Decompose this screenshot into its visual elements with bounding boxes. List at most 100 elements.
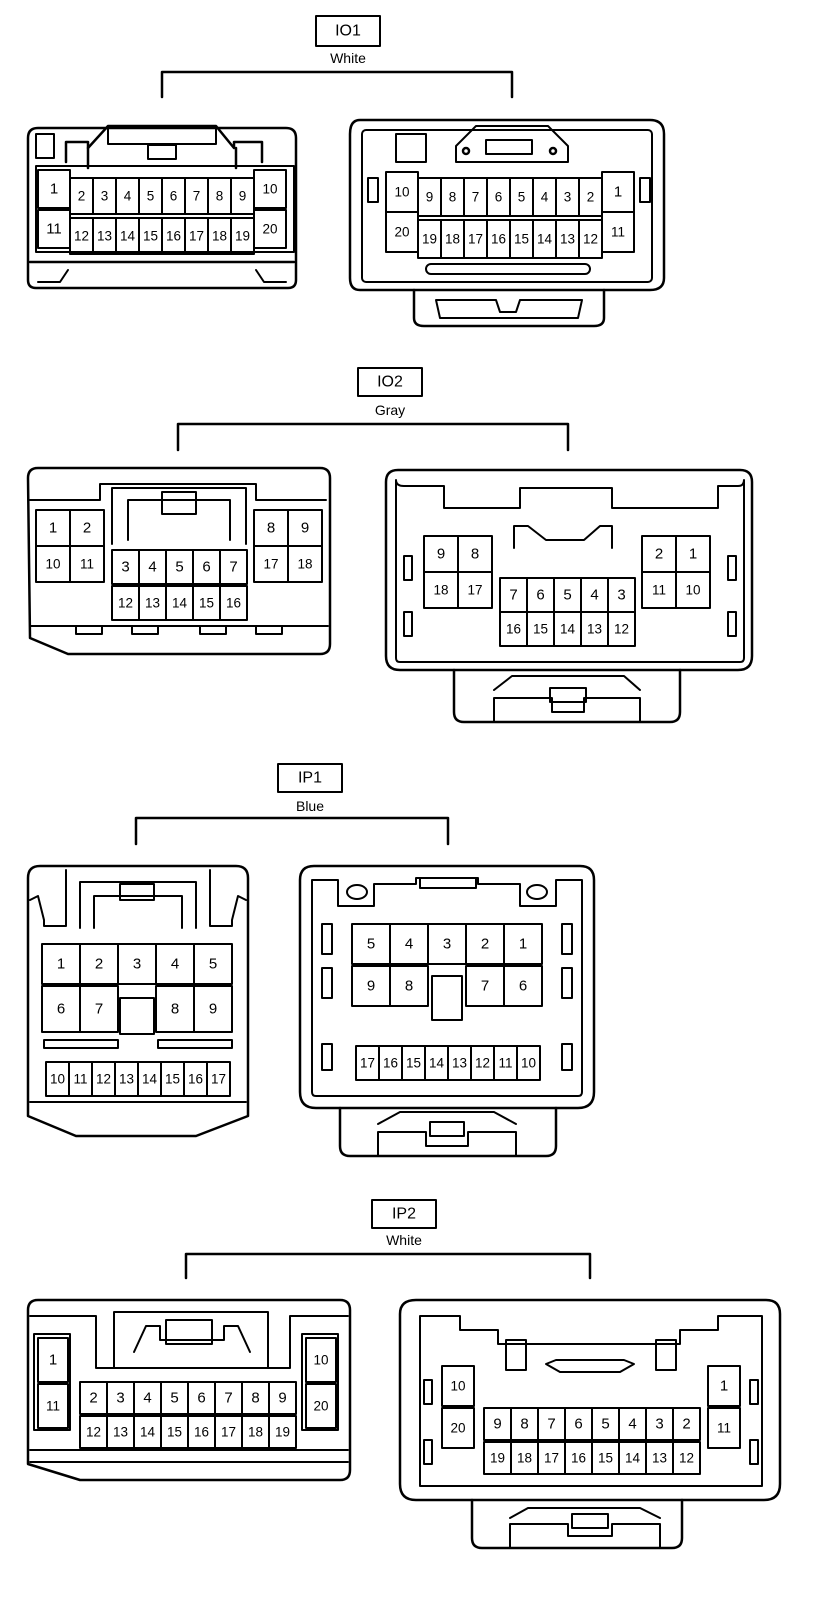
pin-cell: 10 xyxy=(675,571,711,609)
view-bracket xyxy=(160,70,514,99)
pin-cell: 11 xyxy=(493,1045,518,1081)
pin-number: 12 xyxy=(679,1451,694,1466)
pin-cell: 15 xyxy=(591,1441,620,1475)
pin-cell: 8 xyxy=(389,965,429,1007)
pin-cell: 2 xyxy=(79,943,119,985)
pin-number: 4 xyxy=(148,559,156,576)
pin-number: 15 xyxy=(598,1451,613,1466)
pin-number: 7 xyxy=(547,1416,555,1433)
pin-number: 17 xyxy=(189,229,204,244)
pin-cell: 14 xyxy=(424,1045,449,1081)
pin-number: 17 xyxy=(211,1072,226,1087)
pin-number: 3 xyxy=(564,190,572,205)
pin-cell: 14 xyxy=(165,585,194,621)
pin-number: 3 xyxy=(133,956,141,973)
pin-cell: 16 xyxy=(486,219,511,259)
pin-number: 12 xyxy=(118,596,133,611)
pin-cell: 9 xyxy=(351,965,391,1007)
pin-cell: 14 xyxy=(137,1061,162,1097)
connector-color: Gray xyxy=(375,402,405,418)
pin-number: 6 xyxy=(197,1390,205,1407)
pin-cell: 3 xyxy=(117,943,157,985)
pin-number: 8 xyxy=(251,1390,259,1407)
pin-number: 16 xyxy=(166,229,181,244)
pin-number: 2 xyxy=(587,190,595,205)
pin-cell: 17 xyxy=(355,1045,380,1081)
pin-cell: 4 xyxy=(580,577,609,613)
pin-number: 4 xyxy=(171,956,179,973)
pin-number: 17 xyxy=(263,557,278,572)
pin-cell: 8 xyxy=(155,985,195,1033)
pin-cell: 7 xyxy=(219,549,248,585)
pin-cell: 8 xyxy=(207,177,232,215)
pin-number: 11 xyxy=(611,225,625,240)
pin-cell: 20 xyxy=(441,1407,475,1449)
pin-cell: 8 xyxy=(253,509,289,547)
pin-cell: 8 xyxy=(241,1381,270,1415)
pin-cell: 17 xyxy=(463,219,488,259)
pin-cell: 10 xyxy=(35,545,71,583)
pin-number: 18 xyxy=(297,557,312,572)
pin-number: 2 xyxy=(78,189,86,204)
pin-cell: 11 xyxy=(68,1061,93,1097)
pin-cell: 7 xyxy=(537,1407,566,1441)
pin-cell: 14 xyxy=(553,611,582,647)
pin-number: 2 xyxy=(89,1390,97,1407)
pin-number: 4 xyxy=(628,1416,636,1433)
pin-cell: 11 xyxy=(601,211,635,253)
connector-label-ip1: IP1 Blue xyxy=(277,763,343,814)
pin-number: 1 xyxy=(49,520,57,537)
connector-color: White xyxy=(330,50,366,66)
pin-cell: 5 xyxy=(509,177,534,217)
pin-cell: 8 xyxy=(440,177,465,217)
pin-cell: 5 xyxy=(165,549,194,585)
pin-cell: 14 xyxy=(133,1415,162,1449)
pin-cell: 7 xyxy=(214,1381,243,1415)
pin-number: 13 xyxy=(97,229,112,244)
pin-cell: 3 xyxy=(555,177,580,217)
pin-number: 10 xyxy=(521,1056,536,1071)
pin-number: 14 xyxy=(537,232,553,247)
pin-number: 7 xyxy=(509,587,517,604)
pin-cell: 20 xyxy=(305,1383,337,1429)
pin-cell: 19 xyxy=(268,1415,297,1449)
connector-color: White xyxy=(386,1232,422,1248)
pin-number: 4 xyxy=(590,587,598,604)
pin-cell: 7 xyxy=(465,965,505,1007)
connector-io1: IO1 White 111212313414515616717818919102… xyxy=(26,15,666,328)
pin-number: 20 xyxy=(313,1399,328,1414)
pin-cell: 4 xyxy=(138,549,167,585)
pin-cell: 17 xyxy=(253,545,289,583)
pin-number: 14 xyxy=(120,229,136,244)
pin-number: 5 xyxy=(563,587,571,604)
connector-code: IP1 xyxy=(298,770,322,787)
pin-cell: 7 xyxy=(499,577,528,613)
pin-cell: 20 xyxy=(253,209,287,249)
pin-number: 16 xyxy=(188,1072,203,1087)
pin-number: 6 xyxy=(574,1416,582,1433)
pin-number: 13 xyxy=(560,232,575,247)
pin-number: 5 xyxy=(170,1390,178,1407)
pin-number: 3 xyxy=(443,936,451,953)
pin-cell: 11 xyxy=(37,1383,69,1429)
pin-cell: 5 xyxy=(553,577,582,613)
pin-cell: 9 xyxy=(417,177,442,217)
pin-cell: 1 xyxy=(37,169,71,209)
pin-cell: 3 xyxy=(427,923,467,965)
pin-number: 15 xyxy=(143,229,158,244)
pin-number: 16 xyxy=(506,622,521,637)
pin-number: 12 xyxy=(475,1056,490,1071)
pin-number: 13 xyxy=(587,622,602,637)
pin-number: 9 xyxy=(367,978,375,995)
pin-cell: 1 xyxy=(707,1365,741,1407)
pin-number: 15 xyxy=(533,622,548,637)
pin-cell: 6 xyxy=(564,1407,593,1441)
pin-number: 17 xyxy=(221,1425,236,1440)
pin-number: 4 xyxy=(405,936,413,953)
pin-cell: 4 xyxy=(532,177,557,217)
pin-cell: 17 xyxy=(206,1061,231,1097)
